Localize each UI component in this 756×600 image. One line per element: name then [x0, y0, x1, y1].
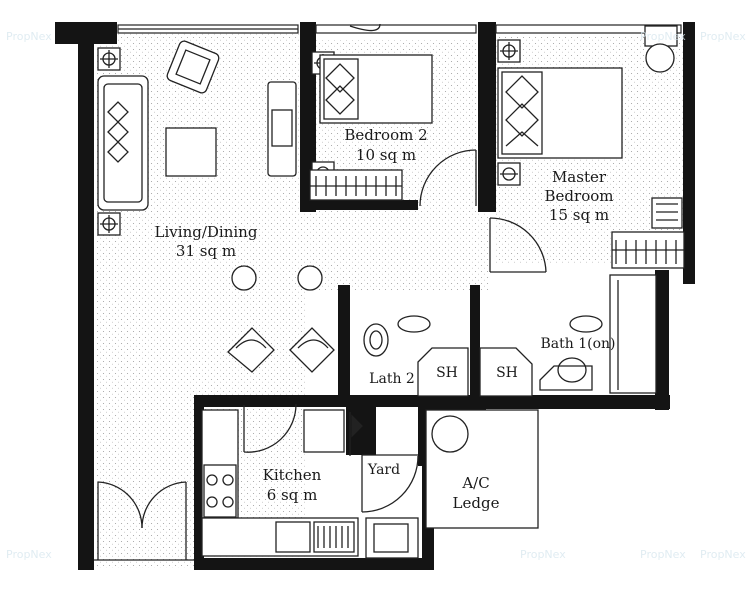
watermark-row-bottom: PropNex PropNex PropNex PropNex: [6, 548, 746, 561]
bath2-label: Lath 2: [369, 371, 415, 387]
bedroom2-door[interactable]: [419, 149, 477, 207]
entrance-door[interactable]: [94, 481, 194, 561]
kitchen-area-label: 6 sq m: [267, 486, 318, 504]
bedroom2-name-label: Bedroom 2: [344, 126, 427, 144]
master-wardrobe: [609, 274, 657, 394]
ac-name-label: A/C: [461, 474, 489, 492]
watermark-text: PropNex: [640, 30, 686, 43]
windows: [117, 24, 682, 34]
kitchen-door[interactable]: [243, 403, 297, 453]
living-name-label: Living/Dining: [155, 223, 258, 241]
ac-ledge-outline: [425, 409, 539, 529]
watermark-text: PropNex: [640, 548, 686, 561]
bedroom2-area-label: 10 sq m: [356, 146, 416, 164]
master-furniture: [497, 25, 685, 269]
watermark-text: PropNex: [520, 548, 566, 561]
ac-name-label-line2: Ledge: [453, 494, 500, 512]
watermark-text: PropNex: [6, 30, 52, 43]
yard-door[interactable]: [361, 454, 419, 513]
bath2-fixtures: [363, 315, 469, 397]
bath1-fixtures: [479, 315, 603, 397]
shower-label-bath1: SH: [496, 365, 518, 381]
watermark-text: PropNex: [700, 30, 746, 43]
bath1-label: Bath 1(on): [540, 336, 615, 352]
watermark-row-top: PropNex PropNex PropNex: [6, 30, 746, 43]
kitchen-name-label: Kitchen: [263, 466, 322, 484]
master-area-label: 15 sq m: [549, 206, 609, 224]
living-furniture: [97, 40, 335, 373]
watermark-text: PropNex: [6, 548, 52, 561]
watermark-text: PropNex: [700, 548, 746, 561]
bedroom2-furniture: [309, 23, 433, 201]
shower-label-bath2: SH: [436, 365, 458, 381]
living-area-label: 31 sq m: [176, 242, 236, 260]
kitchen-fixtures: [201, 409, 419, 559]
master-name-label-line2: Bedroom: [545, 187, 614, 205]
hall-floor: [300, 205, 490, 290]
master-name-label: Master: [552, 168, 607, 186]
yard-label: Yard: [367, 462, 400, 478]
master-door[interactable]: [489, 217, 547, 273]
